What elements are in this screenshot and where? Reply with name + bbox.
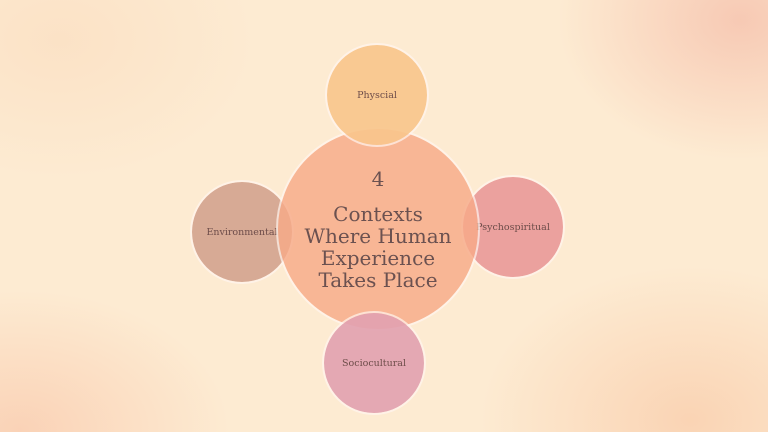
circle-sociocultural: Sociocultural <box>324 313 424 413</box>
center-circle: 4 Contexts Where Human Experience Takes … <box>278 129 478 329</box>
label-physical: Physcial <box>357 89 397 101</box>
center-line: Contexts <box>333 202 423 226</box>
center-title: Contexts Where Human Experience Takes Pl… <box>304 203 451 291</box>
circle-physical: Physcial <box>327 45 427 145</box>
center-number: 4 <box>371 167 385 191</box>
center-line: Takes Place <box>318 268 438 292</box>
label-environmental: Environmental <box>206 226 278 238</box>
center-line: Where Human <box>304 224 452 248</box>
label-psychospiritual: Psychospiritual <box>476 221 550 233</box>
circle-environmental: Environmental <box>192 182 292 282</box>
circle-psychospiritual: Psychospiritual <box>463 177 563 277</box>
center-line: Experience <box>320 246 436 270</box>
label-sociocultural: Sociocultural <box>342 357 406 369</box>
